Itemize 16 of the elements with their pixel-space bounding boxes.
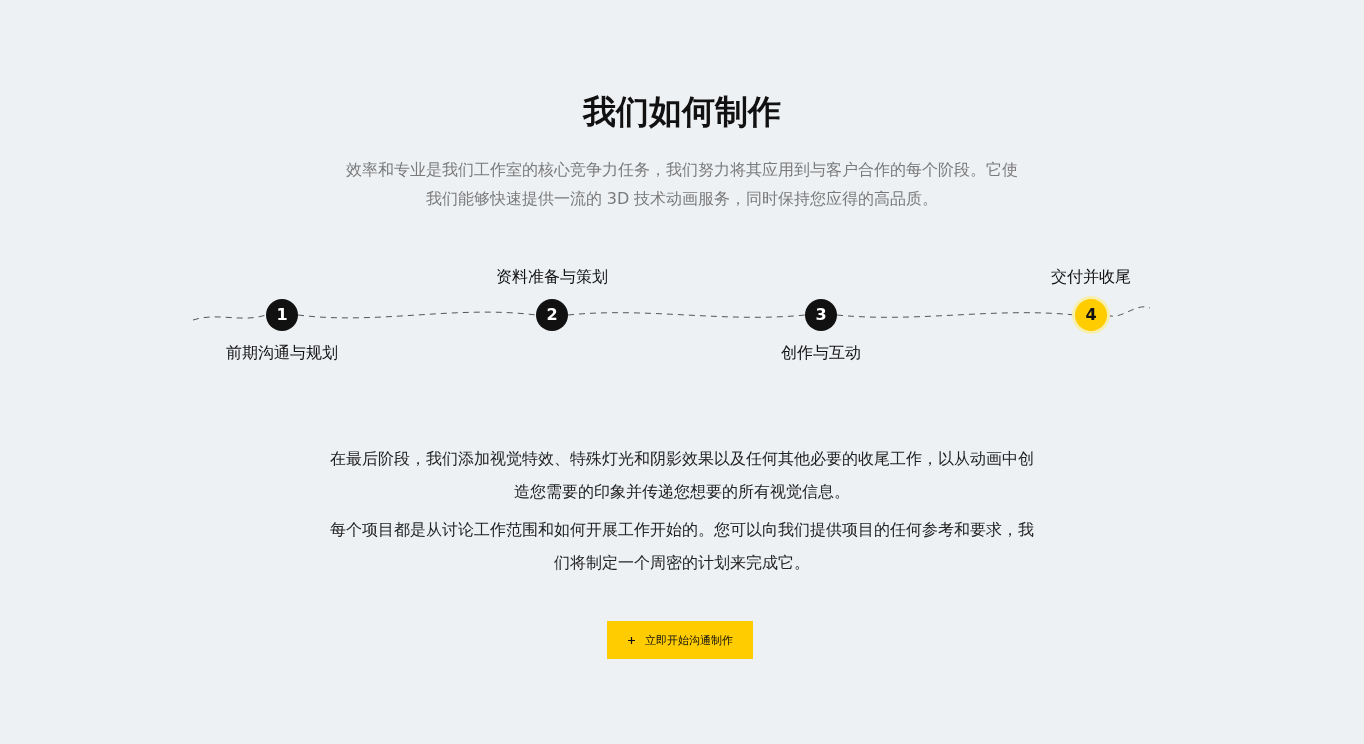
step-label: 资料准备与策划 <box>495 267 609 288</box>
heading: 我们如何制作 <box>581 91 782 133</box>
step-circle: 1 <box>266 299 298 331</box>
step-label: 创作与互动 <box>780 343 862 364</box>
start-button: 立即开始沟通制作 <box>607 621 753 659</box>
paragraph: 在最后阶段，我们添加视觉特效、特殊灯光和阴影效果以及任何其他必要的收尾工作，以从动画中创造您需要的印象并传递您想要的所有视觉信息。 <box>330 448 1034 503</box>
dashed-path <box>192 314 267 321</box>
step-circle: 4 <box>1075 299 1107 331</box>
paragraph: 效率和专业是我们工作室的核心竞争力任务，我们努力将其应用到与客户合作的每个阶段。它使我们能够快速提供一流的 3D 技术动画服务，同时保持您应得的高品质。 <box>345 159 1019 210</box>
step-circle: 3 <box>805 299 837 331</box>
dashed-path <box>297 311 537 319</box>
step-circle: 2 <box>536 299 568 331</box>
dashed-path <box>567 312 806 318</box>
paragraph: 每个项目都是从讨论工作范围和如何开展工作开始的。您可以向我们提供项目的任何参考和要求，我们将制定一个周密的计划来完成它。 <box>330 519 1034 574</box>
step-label: 交付并收尾 <box>1050 267 1132 288</box>
step-label: 前期沟通与规划 <box>225 343 339 364</box>
